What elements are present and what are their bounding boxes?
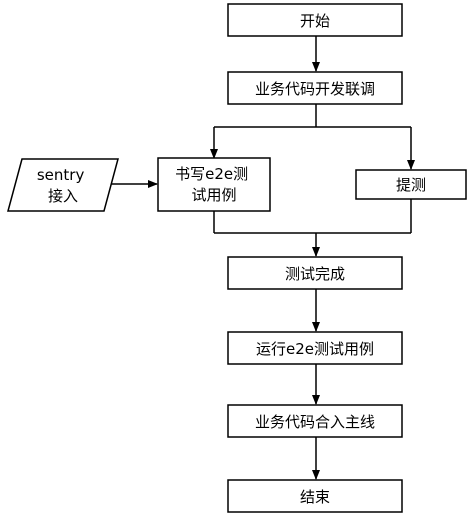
node-sentry-shape bbox=[7, 158, 119, 212]
node-write-e2e-box bbox=[157, 157, 271, 212]
node-test-done-box bbox=[227, 256, 403, 290]
node-submit-test-box bbox=[355, 169, 467, 200]
node-merge: 业务代码合入主线 bbox=[227, 404, 403, 438]
node-end: 结束 bbox=[227, 479, 403, 513]
node-integration-label: 业务代码开发联调 bbox=[255, 80, 375, 98]
node-sentry: sentry 接入 bbox=[7, 158, 119, 212]
node-write-e2e-line-2: 试用例 bbox=[191, 186, 236, 204]
node-run-e2e: 运行e2e测试用例 bbox=[227, 331, 403, 365]
node-sentry-line-1: sentry bbox=[37, 166, 85, 184]
node-write-e2e: 书写e2e测 试用例 bbox=[157, 157, 271, 212]
node-integration-box bbox=[227, 71, 403, 105]
node-submit-test: 提测 bbox=[355, 169, 467, 200]
connectors bbox=[107, 36, 415, 480]
node-test-done: 测试完成 bbox=[227, 256, 403, 290]
node-start: 开始 bbox=[227, 3, 403, 37]
node-test-done-label: 测试完成 bbox=[285, 265, 345, 283]
node-run-e2e-box bbox=[227, 331, 403, 365]
node-merge-label: 业务代码合入主线 bbox=[255, 413, 375, 431]
node-run-e2e-label: 运行e2e测试用例 bbox=[256, 340, 374, 358]
node-integration: 业务代码开发联调 bbox=[227, 71, 403, 105]
node-write-e2e-line-1: 书写e2e测 bbox=[175, 165, 248, 183]
node-end-box bbox=[227, 479, 403, 513]
node-submit-test-label: 提测 bbox=[396, 176, 426, 194]
node-write-e2e-label: 书写e2e测 试用例 bbox=[175, 165, 253, 204]
node-start-label: 开始 bbox=[300, 12, 330, 30]
node-end-label: 结束 bbox=[300, 488, 330, 506]
node-sentry-line-2: 接入 bbox=[48, 187, 78, 205]
node-sentry-label: sentry 接入 bbox=[37, 166, 89, 205]
node-merge-box bbox=[227, 404, 403, 438]
node-start-box bbox=[227, 3, 403, 37]
